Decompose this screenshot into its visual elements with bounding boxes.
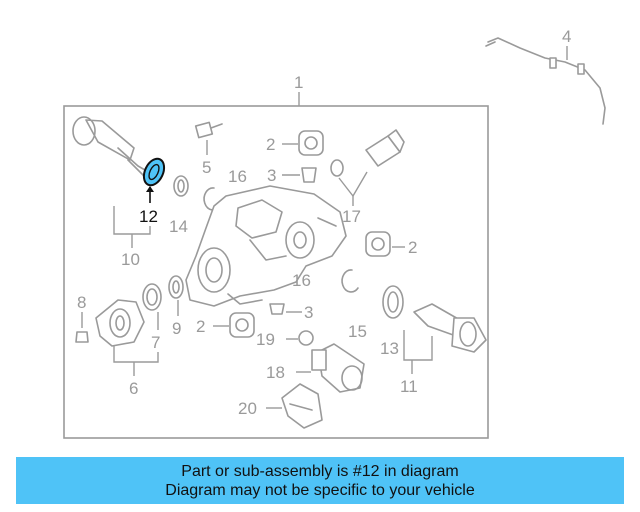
banner-line-1: Part or sub-assembly is #12 in diagram xyxy=(181,462,459,480)
part-15-seal[interactable] xyxy=(382,285,404,319)
callout-3-upper: 3 xyxy=(267,166,276,185)
part-2-mount-upper[interactable] xyxy=(282,130,324,156)
part-2-mount-right[interactable] xyxy=(365,231,405,257)
callout-20: 20 xyxy=(238,399,257,418)
part-7-ring[interactable] xyxy=(142,283,162,330)
parts-diagram: 1 4 5 2 3 16 17 12 14 10 2 16 3 8 9 2 15… xyxy=(63,27,606,439)
callout-12: 12 xyxy=(139,207,158,226)
part-20-bracket[interactable] xyxy=(266,383,323,429)
part-9-ring[interactable] xyxy=(168,275,184,316)
part-3-plug-upper[interactable] xyxy=(282,167,317,183)
part-14-ring[interactable] xyxy=(173,175,189,197)
callout-2-lower: 2 xyxy=(196,317,205,336)
part-2-mount-lower[interactable] xyxy=(213,312,255,338)
callout-13: 13 xyxy=(380,339,399,358)
part-18-actuator[interactable] xyxy=(296,343,365,393)
part-12-seal-highlighted[interactable] xyxy=(140,156,168,189)
part-11-axle-shaft[interactable] xyxy=(413,303,487,353)
callout-10: 10 xyxy=(121,250,140,269)
callout-7: 7 xyxy=(151,333,160,352)
part-19-ring[interactable] xyxy=(286,330,314,346)
callout-16-lower: 16 xyxy=(292,271,311,290)
callout-6: 6 xyxy=(129,379,138,398)
callout-8: 8 xyxy=(77,293,86,312)
part-1-differential-housing[interactable] xyxy=(185,185,347,307)
callout-2-upper: 2 xyxy=(266,135,275,154)
callout-18: 18 xyxy=(266,363,285,382)
callout-5: 5 xyxy=(202,158,211,177)
callout-9: 9 xyxy=(172,319,181,338)
part-4-wiring-harness[interactable] xyxy=(485,37,606,125)
callout-14: 14 xyxy=(169,217,188,236)
callout-17: 17 xyxy=(342,207,361,226)
callout-1: 1 xyxy=(294,73,303,92)
info-banner: Part or sub-assembly is #12 in diagram D… xyxy=(16,457,624,504)
callout-15: 15 xyxy=(348,322,367,341)
callout-16-upper: 16 xyxy=(228,167,247,186)
callout-11: 11 xyxy=(400,377,418,396)
part-10-axle-shaft[interactable] xyxy=(72,116,146,177)
part-8-bolt[interactable] xyxy=(75,312,89,343)
callout-3-lower: 3 xyxy=(304,303,313,322)
banner-line-2: Diagram may not be specific to your vehi… xyxy=(165,481,475,499)
part-3-plug-lower[interactable] xyxy=(269,303,302,315)
part-6-flange[interactable] xyxy=(95,299,145,347)
callout-2-right: 2 xyxy=(408,238,417,257)
assembly-frame xyxy=(63,105,489,439)
callout-4: 4 xyxy=(562,27,571,46)
part-17-sensor[interactable] xyxy=(330,129,405,206)
callout-19: 19 xyxy=(256,330,275,349)
part-16-circlip-lower[interactable] xyxy=(341,269,359,293)
part-5-bolt[interactable] xyxy=(194,121,223,155)
